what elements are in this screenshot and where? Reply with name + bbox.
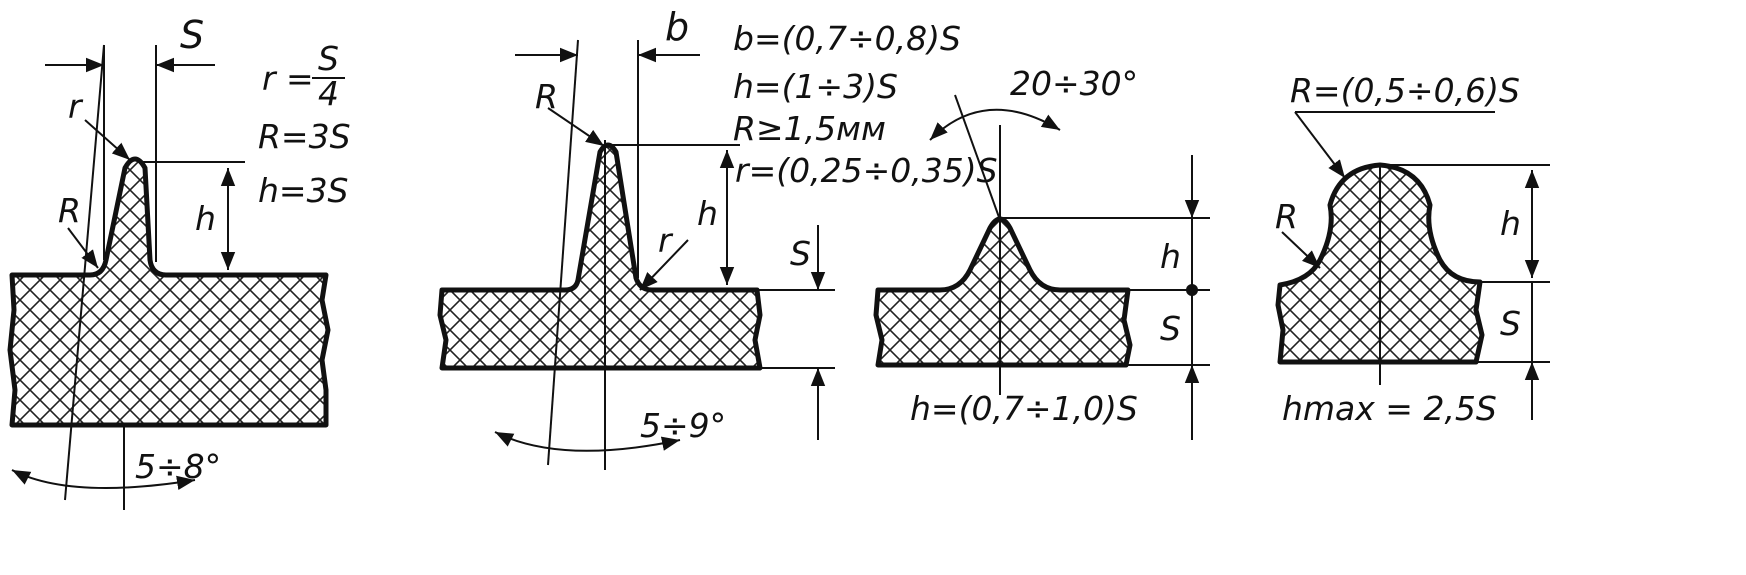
fig1-R-leader	[67, 227, 99, 269]
fig2-h-eq: h=(1÷3)S	[733, 67, 898, 106]
fig1-section	[7, 156, 331, 428]
fig1-width-label: S	[180, 13, 204, 57]
fig2-R-eq: R≥1,5мм	[733, 109, 886, 148]
fig3-h-eq: h=(0,7÷1,0)S	[910, 389, 1138, 428]
fig2-r-label: r	[658, 221, 674, 260]
fig1-r-eq-num: S	[318, 39, 339, 78]
fig4-R-leader-side	[1281, 231, 1321, 269]
fig3-dim-dot	[1186, 284, 1198, 296]
fig1-angle-arc	[11, 469, 196, 490]
fig3-section	[873, 216, 1133, 368]
figure-2: b b=(0,7÷0,8)S h=(1÷3)S R≥1,5мм r=(0,25÷…	[437, 5, 998, 470]
fig2-h-label: h	[697, 194, 718, 233]
figure-4: R=(0,5÷0,6)S R h S hmax = 2,5S	[1275, 71, 1550, 428]
fig1-slope-line	[64, 44, 105, 501]
fig3-angle-label: 20÷30°	[1010, 64, 1138, 103]
fig2-section	[437, 142, 763, 371]
fig4-h-label: h	[1500, 204, 1521, 243]
fig4-S-label: S	[1500, 304, 1521, 343]
fig1-r-leader	[84, 119, 131, 161]
fig2-R-leader	[547, 107, 605, 147]
fig2-r-eq: r=(0,25÷0,35)S	[735, 151, 998, 190]
fig3-S-label: S	[1160, 309, 1181, 348]
fig2-S-label: S	[790, 234, 811, 273]
fig2-R-label: R	[535, 77, 558, 116]
fig1-R-eq: R=3S	[258, 117, 351, 156]
fig2-slope-line	[547, 39, 579, 466]
fig4-R-eq: R=(0,5÷0,6)S	[1290, 71, 1520, 110]
fig2-b-eq: b=(0,7÷0,8)S	[733, 19, 961, 58]
figure-3: 20÷30° h S h=(0,7÷1,0)S	[873, 64, 1210, 440]
fig2-r-leader	[639, 239, 689, 291]
fig3-angle-arc	[929, 108, 1061, 141]
fig2-angle-arc	[494, 431, 681, 452]
fig4-hmax-eq: hmax = 2,5S	[1282, 389, 1497, 428]
fig4-R-leader-top	[1294, 111, 1346, 179]
fig3-h-label: h	[1160, 237, 1181, 276]
fig2-angle-label: 5÷9°	[640, 406, 726, 445]
fig1-h-eq: h=3S	[258, 171, 349, 210]
fig1-h-label: h	[195, 199, 216, 238]
figure-1: S r = S 4 R=3S h=3S r R h 5÷8°	[7, 13, 351, 510]
fig2-width-label: b	[665, 5, 689, 49]
fig1-r-eq-prefix: r =	[262, 59, 314, 98]
fig1-r-eq-den: 4	[318, 74, 339, 113]
fig1-angle-label: 5÷8°	[135, 447, 221, 486]
fig1-R-label: R	[58, 191, 81, 230]
fig1-r-label: r	[68, 87, 84, 126]
fig4-R-label: R	[1275, 197, 1298, 236]
